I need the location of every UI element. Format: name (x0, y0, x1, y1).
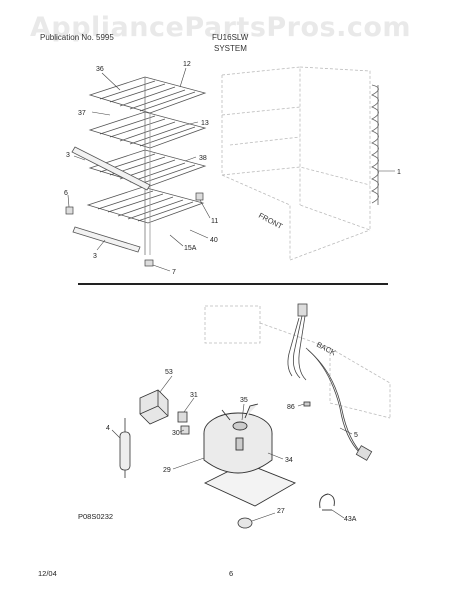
callout-3-top: 3 (66, 152, 70, 159)
callout-7: 7 (172, 269, 176, 276)
callout-40: 40 (210, 237, 218, 244)
callout-53: 53 (165, 369, 173, 376)
callout-5: 5 (354, 432, 358, 439)
wire-shelves (86, 76, 207, 255)
relay-53 (139, 389, 169, 425)
callout-27: 27 (277, 508, 285, 515)
compressor (203, 403, 297, 507)
figure-code: P08S0232 (78, 512, 114, 521)
cover-30 (180, 425, 190, 435)
grommet-27 (237, 517, 253, 529)
shelf-assembly-diagram: FRONT 36 12 37 13 3 38 6 11 40 15A 3 7 1 (64, 61, 401, 276)
callout-4: 4 (106, 425, 110, 432)
leader-lines (67, 67, 395, 272)
lower-leader-lines (111, 375, 353, 522)
overload-31 (177, 411, 188, 423)
section-divider (78, 283, 388, 285)
page-title: SYSTEM (214, 44, 247, 53)
shelf (86, 186, 205, 224)
callout-29: 29 (163, 467, 171, 474)
footer-date: 12/04 (38, 569, 57, 578)
shelf (88, 111, 207, 149)
screw-86 (303, 401, 311, 407)
callout-31: 31 (190, 392, 198, 399)
callout-36: 36 (96, 66, 104, 73)
page-number: 6 (229, 569, 234, 578)
callout-86: 86 (287, 404, 295, 411)
shelf (88, 76, 207, 114)
callout-38: 38 (199, 155, 207, 162)
callout-37: 37 (78, 110, 86, 117)
clamp-43a (319, 493, 335, 511)
model-label: FU16SLW (212, 33, 249, 42)
callout-15a: 15A (184, 245, 197, 252)
callout-12: 12 (183, 61, 191, 68)
callout-3-bottom: 3 (93, 253, 97, 260)
callout-6: 6 (64, 190, 68, 197)
callout-34: 34 (285, 457, 293, 464)
publication-label: Publication No. 5995 (40, 33, 114, 42)
condenser-coil (371, 84, 379, 205)
wiring-harness (287, 303, 373, 461)
cabinet-outline (221, 66, 371, 261)
watermark: AppliancePartsPros.com (30, 12, 412, 43)
drier-4 (119, 418, 131, 478)
cabinet-back-outline (204, 305, 391, 419)
back-label: BACK (315, 340, 337, 358)
callout-43a: 43A (344, 516, 357, 523)
callout-11: 11 (211, 218, 218, 225)
callout-30: 30 (172, 430, 180, 437)
callout-35: 35 (240, 397, 248, 404)
callout-1: 1 (397, 169, 401, 176)
front-label: FRONT (257, 211, 284, 231)
callout-13: 13 (201, 120, 209, 127)
shelf-rails (71, 146, 151, 253)
compressor-assembly-diagram: BACK (106, 303, 391, 529)
shelf-clips (65, 192, 204, 267)
